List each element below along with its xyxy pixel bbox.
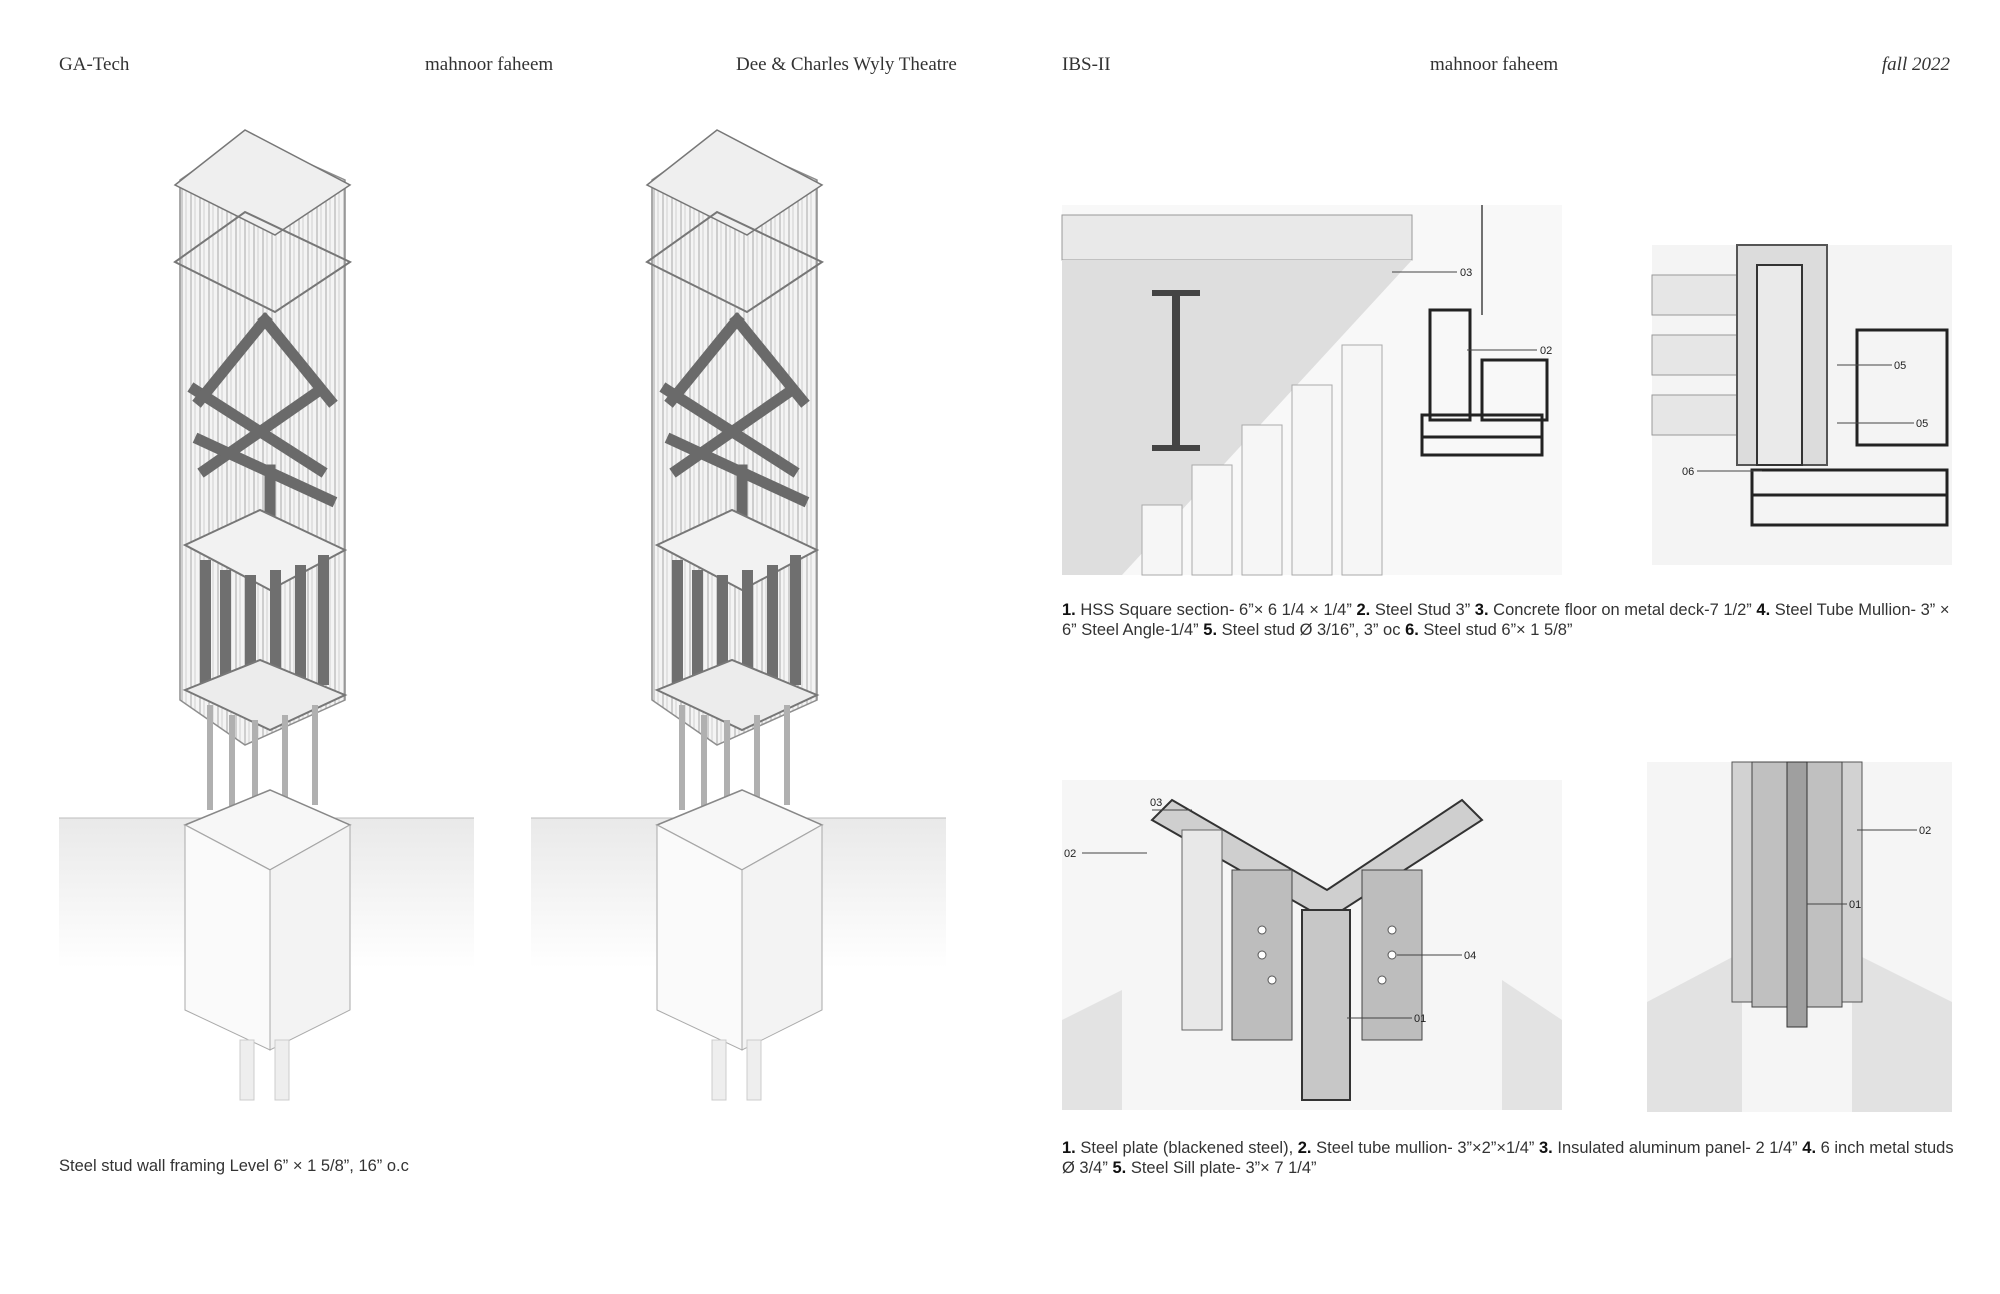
author-name-left: mahnoor faheem (425, 54, 554, 75)
callout-02-mullion: 02 (1919, 825, 1931, 837)
callout-05b: 05 (1916, 418, 1928, 430)
callout-04: 04 (1464, 950, 1476, 962)
project-title: Dee & Charles Wyly Theatre (736, 54, 957, 75)
callout-05a: 05 (1894, 360, 1906, 372)
detail-floor-edge: 03 02 (1061, 205, 1562, 576)
detail-mullion-corner: 02 01 (1647, 761, 1952, 1112)
callout-02-corner: 02 (1064, 848, 1076, 860)
detail-mullion: 05 05 06 (1651, 244, 1952, 565)
callout-01-mullion: 01 (1849, 899, 1861, 911)
callout-03-corner: 03 (1150, 797, 1162, 809)
detail-top-legend: 1. HSS Square section- 6”× 6 1/4 × 1/4” … (1062, 601, 1950, 639)
callout-03-top: 03 (1460, 267, 1472, 279)
author-name-right: mahnoor faheem (1430, 54, 1559, 75)
callout-01-corner: 01 (1414, 1013, 1426, 1025)
tower-caption: Steel stud wall framing Level 6” × 1 5/8… (59, 1157, 409, 1175)
detail-bottom-legend: 1. Steel plate (blackened steel), 2. Ste… (1062, 1139, 1954, 1177)
detail-corner-joint: 02 03 04 01 (1062, 780, 1562, 1110)
course-label: IBS-II (1062, 54, 1111, 75)
callout-02-top: 02 (1540, 345, 1552, 357)
school-label: GA-Tech (59, 54, 130, 75)
callout-06: 06 (1682, 466, 1694, 478)
term-label: fall 2022 (1881, 54, 1950, 75)
